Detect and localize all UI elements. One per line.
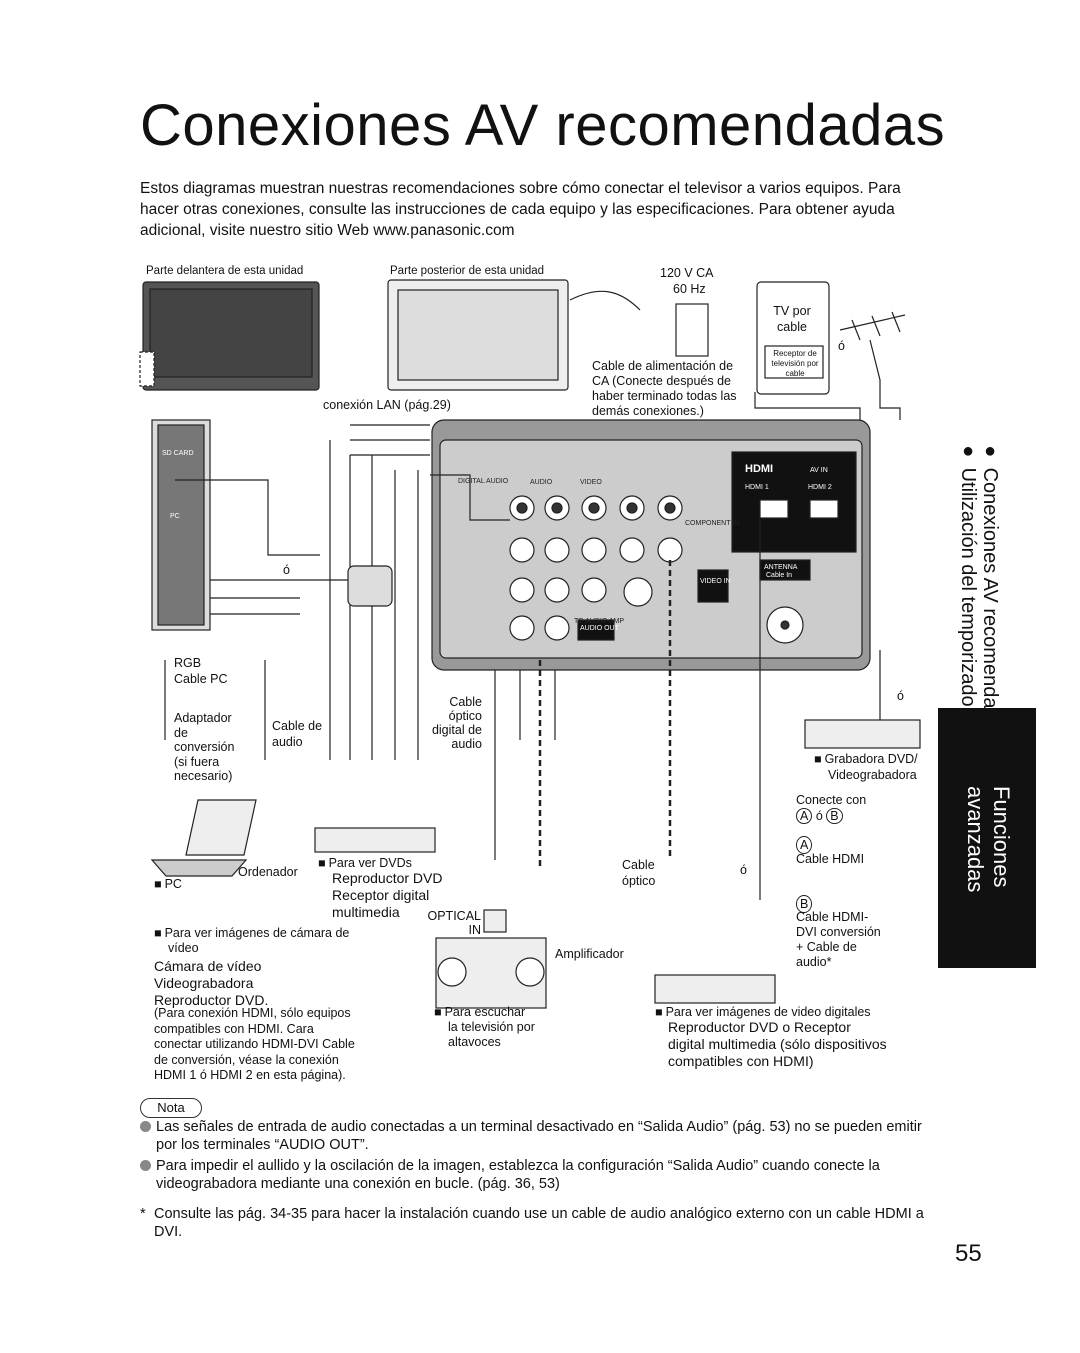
nota-badge: Nota — [140, 1098, 202, 1118]
rear-label: Parte posterior de esta unidad — [390, 265, 545, 277]
connection-diagram: HDMI AV IN HDMI 1 HDMI 2 ANTENNA Cable I… — [139, 279, 921, 1009]
connect-with-label: Conecte con — [796, 793, 867, 807]
b-badge: B — [796, 895, 813, 913]
or-label-digital: ó — [740, 863, 747, 877]
dvd-player-image — [314, 827, 436, 853]
lan-label: conexión LAN (pág.29) — [323, 398, 451, 412]
note-item: Las señales de entrada de audio conectad… — [140, 1118, 940, 1154]
laptop-image — [185, 799, 257, 856]
section-tab: Funciones avanzadas — [938, 708, 1036, 968]
camera-watch-label: Para ver imágenes de cámara de vídeo — [154, 926, 350, 956]
component-in-label: COMPONENT IN — [685, 520, 739, 527]
a-badge: A — [796, 836, 813, 854]
digital-receiver-image — [654, 974, 776, 1004]
pc-label: PC — [154, 876, 182, 892]
recorder-label-2: Videograbadora — [828, 768, 917, 782]
or-label-recorder: ó — [897, 689, 904, 703]
side-bullet-1: ● Conexiones AV recomendadas — [979, 440, 1001, 741]
digital-watch-label: Para ver imágenes de video digitales — [655, 1004, 871, 1020]
voltage-label: 120 V CA — [660, 266, 714, 280]
av-in-label: AV IN — [810, 467, 828, 474]
front-label: Parte delantera de esta unidad — [146, 265, 304, 277]
computer-label: Ordenador — [238, 865, 298, 879]
dvd-recorder-image — [804, 719, 921, 749]
page-title: Conexiones AV recomendadas — [140, 93, 946, 158]
digital-audio-label: DIGITAL AUDIO — [458, 478, 509, 485]
recorder-label: Grabadora DVD/ — [814, 751, 918, 767]
amplifier-label: Amplificador — [555, 947, 624, 961]
hdmi-cable-label: Cable HDMI — [796, 852, 865, 866]
or-label-antenna: ó — [838, 339, 845, 353]
hdmi2-label: HDMI 2 — [808, 484, 832, 491]
sd-card-label: SD CARD — [162, 450, 194, 457]
side-section-list: ● Conexiones AV recomendadas ● Utilizaci… — [948, 440, 1028, 741]
audio-out-label: AUDIO OUT — [580, 625, 620, 632]
hdmi1-label: HDMI 1 — [745, 484, 769, 491]
video-jack-label: VIDEO — [580, 479, 602, 486]
dvd-watch-label: Para ver DVDs — [318, 855, 412, 871]
side-bullet-2: ● Utilización del temporizador — [957, 440, 979, 714]
notes-list: Las señales de entrada de audio conectad… — [140, 1118, 940, 1196]
camcorder-image — [347, 565, 393, 607]
section-tab-line2: avanzadas — [963, 786, 988, 893]
audio-jack-label: AUDIO — [530, 479, 553, 486]
hdmi-logo: HDMI — [745, 463, 773, 475]
note-item: Para impedir el aullido y la oscilación … — [140, 1157, 940, 1193]
a-or-b-label: A ó B — [796, 808, 843, 824]
page-number: 55 — [955, 1240, 982, 1267]
hz-label: 60 Hz — [673, 282, 706, 296]
antenna-label: ANTENNA — [764, 564, 798, 571]
speakers-label: Para escuchar la televisión por altavoce… — [434, 1005, 535, 1050]
or-label-camera: ó — [283, 563, 290, 577]
or-label-hdmi: ó — [787, 517, 794, 531]
video-in-label: VIDEO IN — [700, 578, 731, 585]
intro-paragraph: Estos diagramas muestran nuestras recome… — [140, 180, 901, 239]
cable-in-label: Cable In — [766, 572, 792, 579]
section-tab-line1: Funciones — [989, 786, 1014, 888]
to-audio-amp-label: TO AUDIO AMP — [574, 618, 624, 625]
footnote: *Consulte las pág. 34-35 para hacer la i… — [140, 1206, 924, 1240]
side-pc-label: PC — [170, 513, 180, 520]
